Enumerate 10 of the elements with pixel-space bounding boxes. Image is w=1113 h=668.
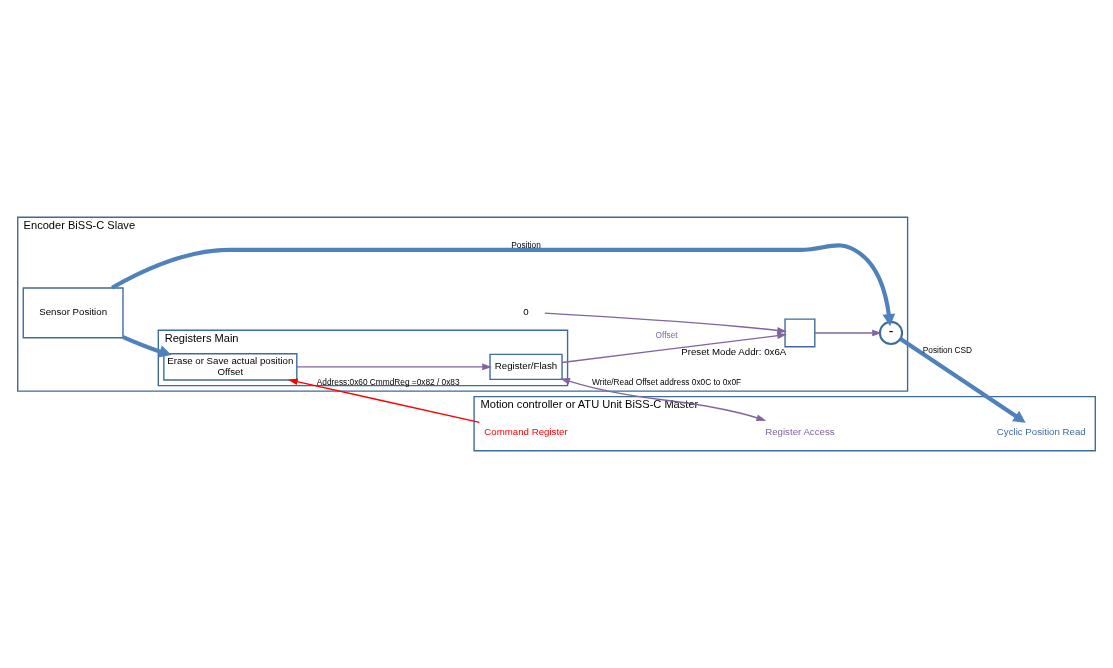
node-label: Preset Mode Addr: 0x6A xyxy=(681,345,787,357)
edge-label: Offset xyxy=(655,330,678,341)
edge-label: Position xyxy=(511,239,541,250)
edge-label: Write/Read Offset address 0x0C to 0x0F xyxy=(592,377,742,388)
node-text: 0 xyxy=(523,305,529,317)
edge-label: Position CSD xyxy=(922,344,973,355)
node-text: Register Access xyxy=(765,426,835,438)
node-text: Command Register xyxy=(484,426,568,438)
edge-label: Address:0x60 CmmdReg =0x82 / 0x83 xyxy=(316,376,460,387)
node-text: Cyclic Position Read xyxy=(996,426,1086,438)
